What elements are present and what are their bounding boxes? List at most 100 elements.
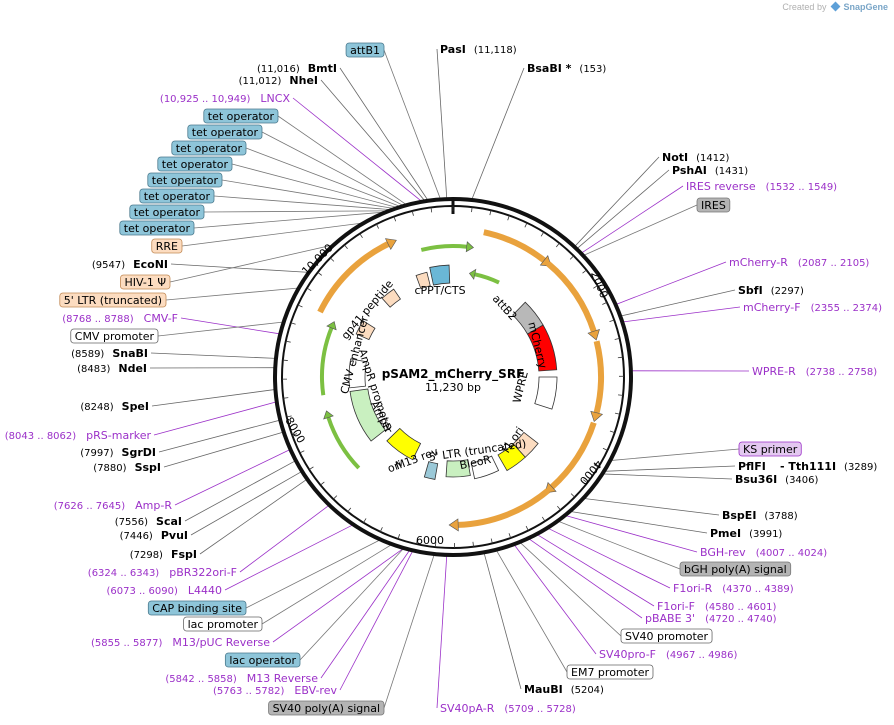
leader-line	[199, 478, 308, 555]
leader-line	[150, 352, 276, 359]
leader-line	[383, 49, 441, 200]
primer-name: SV40pA-R	[440, 702, 495, 715]
site-position: (1431)	[715, 166, 748, 177]
ori-feature	[386, 427, 422, 461]
leader-line	[483, 552, 522, 690]
primer-rs-marker: pRS-marker(8043 .. 8062)	[5, 429, 152, 442]
leader-line	[564, 514, 698, 553]
feature-box	[620, 628, 713, 644]
site-fspi: FspI(7298)	[130, 548, 197, 561]
feature-box	[224, 652, 301, 668]
leader-line	[224, 524, 354, 591]
ruler-tick	[344, 244, 348, 250]
ruler-tick	[333, 495, 338, 500]
primer-m13-puc-reverse: M13/pUC Reverse(5855 .. 5877)	[91, 636, 270, 649]
feature-box	[139, 188, 215, 204]
feature-box	[119, 220, 195, 236]
feature-arrows	[317, 229, 604, 532]
feature-label-box: SV40 promoter	[620, 628, 713, 644]
ruler-tick	[472, 541, 474, 547]
site-name: SspI	[135, 461, 161, 474]
feature-box-text: tet operator	[134, 206, 201, 219]
feature-box-text: HIV-1 Ψ	[124, 276, 166, 289]
leader-line	[320, 79, 426, 202]
leader-line	[547, 527, 671, 589]
feature-label-box: IRES	[696, 197, 731, 213]
primer-name: pRS-marker	[86, 429, 151, 442]
em7-feature	[470, 455, 500, 480]
ruler-tick	[416, 539, 418, 545]
feature-label-box: attB1	[345, 42, 385, 58]
feature-box-text: attB1	[350, 44, 380, 57]
leader-line	[170, 263, 310, 273]
leader-line	[180, 317, 281, 335]
feature-box	[157, 156, 233, 172]
ruler-tick	[525, 525, 529, 531]
feature-box	[151, 238, 183, 254]
primer-lncx: LNCX(10,925 .. 10,949)	[160, 92, 291, 105]
snapgene-credit: Created by SnapGene	[782, 1, 888, 12]
primer-name: Amp-R	[135, 499, 172, 512]
site-position: (7298)	[130, 550, 163, 561]
primer-ires-reverse: IRES reverse(1532 .. 1549)	[686, 180, 837, 193]
ruler-tick	[320, 481, 325, 486]
leader-line	[495, 549, 568, 673]
feature-box	[129, 204, 205, 220]
site-name: PshAI	[672, 164, 707, 177]
feature-label-box: CMV promoter	[70, 328, 159, 344]
site-ndei: NdeI(8483)	[77, 362, 147, 375]
feature-label-box: tet operator	[119, 220, 195, 236]
site-name: BsaBI *	[527, 62, 572, 75]
credit-brand: SnapGene	[843, 2, 888, 12]
site-position: (11,012)	[239, 76, 282, 87]
ruler-label: 4000	[577, 457, 605, 487]
ruler-tick	[569, 255, 574, 260]
ruler-tick	[609, 319, 615, 323]
feature-label-box: tet operator	[147, 172, 223, 188]
site-name: SgrDI	[122, 446, 156, 459]
primer-sv40pa-r: SV40pA-R (5709 .. 5728)	[440, 702, 576, 715]
site-bmti: BmtI(11,016)	[257, 62, 337, 75]
primer-position: (5709 .. 5728)	[504, 704, 576, 715]
feature-box	[187, 124, 263, 140]
green-feature-arc	[420, 244, 467, 252]
ruler-tick	[593, 464, 599, 468]
plasmid-name: pSAM2_mCherry_SRF	[382, 367, 525, 382]
ruler-tick	[330, 257, 335, 262]
feature-box	[268, 700, 385, 716]
feature-label-box: tet operator	[157, 156, 233, 172]
site-noti: NotI(1412)	[662, 151, 729, 164]
feature-box	[345, 42, 385, 58]
feature-box-text: EM7 promoter	[571, 666, 649, 679]
ruler-tick	[309, 466, 314, 470]
ruler-tick	[541, 516, 546, 522]
inner-feature-label: cPPT/CTS	[414, 284, 465, 297]
ruler-tick	[602, 301, 608, 305]
feature-box-text: 5' LTR (truncated)	[64, 294, 162, 307]
primer-position: (5842 .. 5858)	[165, 674, 237, 685]
wpre-feature	[534, 376, 558, 410]
feature-box	[679, 561, 792, 577]
site-sbfi: SbfI(2297)	[738, 284, 804, 297]
ruler-tick	[508, 533, 512, 539]
site-bspei: BspEI(3788)	[722, 509, 798, 522]
site-position: (5204)	[571, 685, 604, 696]
green-feature-arrowhead	[468, 268, 477, 280]
primer-pbabe3: pBABE 3'(4720 .. 4740)	[645, 612, 777, 625]
site-name: BspEI	[722, 509, 756, 522]
site-pmei: PmeI(3991)	[710, 527, 782, 540]
leader-line	[615, 261, 727, 305]
ruler-tick	[297, 304, 303, 308]
site-name: BmtI	[308, 62, 337, 75]
feature-box	[203, 108, 279, 124]
outer-labels: PasI(11,118)BsaBI *(153)NotI(1412)PshAI(…	[5, 42, 882, 716]
site-name: MauBI	[524, 683, 563, 696]
primer-bgh-rev: BGH-rev(4007 .. 4024)	[700, 546, 827, 559]
feature-box-text: lac operator	[229, 654, 296, 667]
primer-name: L4440	[188, 584, 222, 597]
site-position: (8248)	[80, 402, 113, 413]
leader-line	[190, 470, 303, 536]
ruler-tick	[555, 242, 560, 248]
site-position: (1412)	[696, 153, 729, 164]
primer-position: (5855 .. 5877)	[91, 638, 163, 649]
